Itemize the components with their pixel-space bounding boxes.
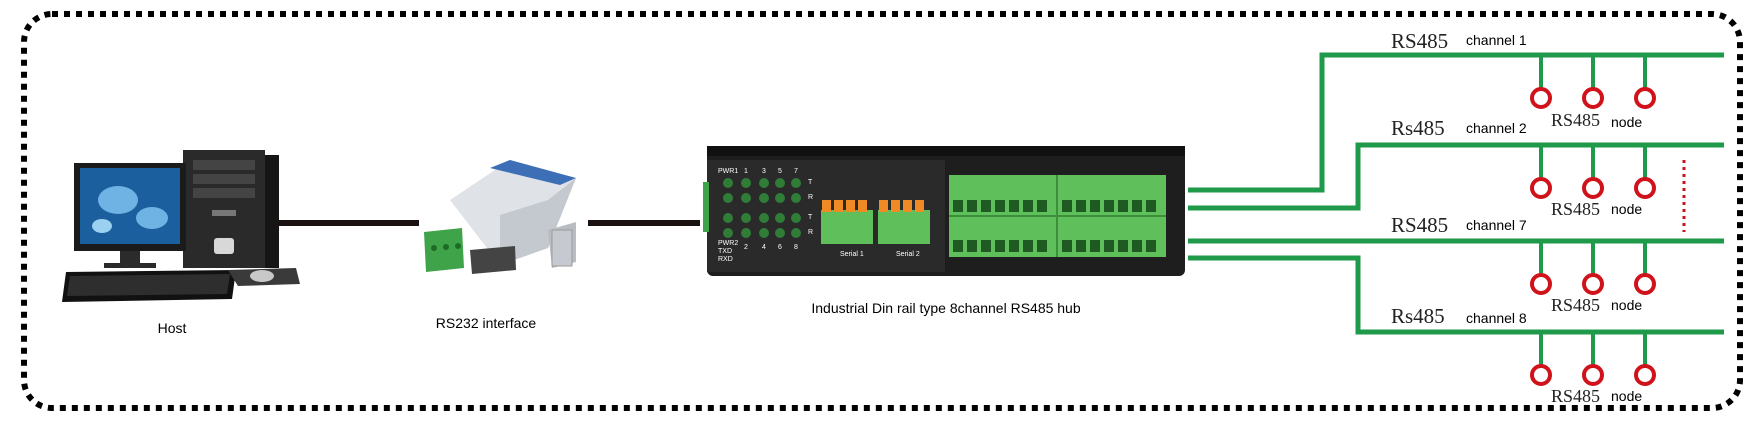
led-num-2: 2 — [744, 244, 748, 251]
serial-1-text: Serial 1 — [840, 251, 864, 258]
channel-7-bus-text: RS485 — [1391, 213, 1448, 237]
serial-1-terminal — [821, 200, 873, 244]
pwr1-text: PWR1 — [718, 168, 738, 175]
dashed-border — [21, 11, 1743, 411]
node-icon — [1582, 273, 1604, 295]
bus-channel-1 — [1188, 52, 1724, 193]
led-num-1: 1 — [744, 168, 748, 175]
r-text-1: R — [808, 194, 813, 201]
monitor-icon — [74, 163, 186, 268]
hub-icon: PWR1 PWR2 TXD RXD 1 3 5 7 2 4 6 8 T R T … — [703, 146, 1185, 276]
channel-1-bus-text: RS485 — [1391, 29, 1448, 53]
t-text-2: T — [808, 214, 813, 221]
channel-8-bus-text: Rs485 — [1391, 304, 1445, 328]
rs485-terminal-blocks — [949, 175, 1166, 257]
channel-7-labels: RS485 channel 7 RS485 node — [1391, 213, 1642, 315]
led-num-4: 4 — [762, 244, 766, 251]
node-icon — [1634, 273, 1656, 295]
node-icon — [1530, 364, 1552, 386]
t-text-1: T — [808, 179, 813, 186]
led-num-8: 8 — [794, 244, 798, 251]
channel-2-bus-text: Rs485 — [1391, 116, 1445, 140]
pc-tower-icon — [183, 150, 279, 268]
led-bottom-numbers: 2 4 6 8 — [744, 244, 798, 251]
rs232-label: RS232 interface — [436, 315, 537, 331]
converter-icon — [424, 160, 576, 274]
node-icon — [1530, 273, 1552, 295]
r-text-2: R — [808, 229, 813, 236]
channel-7-node-word: node — [1611, 297, 1642, 313]
channel-1-name: channel 1 — [1466, 32, 1527, 48]
mouse-icon — [228, 268, 300, 286]
channel-8-labels: Rs485 channel 8 RS485 node — [1391, 304, 1642, 406]
channel-1-node-word: node — [1611, 114, 1642, 130]
node-icon — [1634, 364, 1656, 386]
hub-label: Industrial Din rail type 8channel RS485 … — [811, 300, 1080, 316]
channel-8-name: channel 8 — [1466, 310, 1527, 326]
led-top-numbers: 1 3 5 7 — [744, 168, 798, 175]
led-num-5: 5 — [778, 168, 782, 175]
channel-1-node-bus: RS485 — [1551, 110, 1600, 130]
node-icon — [1634, 87, 1656, 109]
channel-8-node-word: node — [1611, 388, 1642, 404]
serial-2-terminal — [878, 200, 930, 244]
channel-2-labels: Rs485 channel 2 RS485 node — [1391, 116, 1642, 219]
channel-8-node-bus: RS485 — [1551, 386, 1600, 406]
node-icon — [1582, 364, 1604, 386]
node-icon — [1582, 87, 1604, 109]
channel-7-node-bus: RS485 — [1551, 295, 1600, 315]
channel-2-node-bus: RS485 — [1551, 199, 1600, 219]
node-icon — [1530, 87, 1552, 109]
channel-2-node-word: node — [1611, 201, 1642, 217]
host-computer — [62, 150, 300, 302]
led-num-7: 7 — [794, 168, 798, 175]
rxd-text: RXD — [718, 256, 733, 263]
node-icon — [1530, 177, 1552, 199]
txd-text: TXD — [718, 248, 732, 255]
keyboard-icon — [62, 270, 236, 302]
channel-2-name: channel 2 — [1466, 120, 1527, 136]
node-icon — [1582, 177, 1604, 199]
pwr2-text: PWR2 — [718, 240, 738, 247]
led-num-3: 3 — [762, 168, 766, 175]
channel-1-labels: RS485 channel 1 RS485 node — [1391, 29, 1642, 130]
channel-7-name: channel 7 — [1466, 217, 1527, 233]
host-label: Host — [158, 320, 187, 336]
led-num-6: 6 — [778, 244, 782, 251]
serial-2-text: Serial 2 — [896, 251, 920, 258]
node-icon — [1634, 177, 1656, 199]
